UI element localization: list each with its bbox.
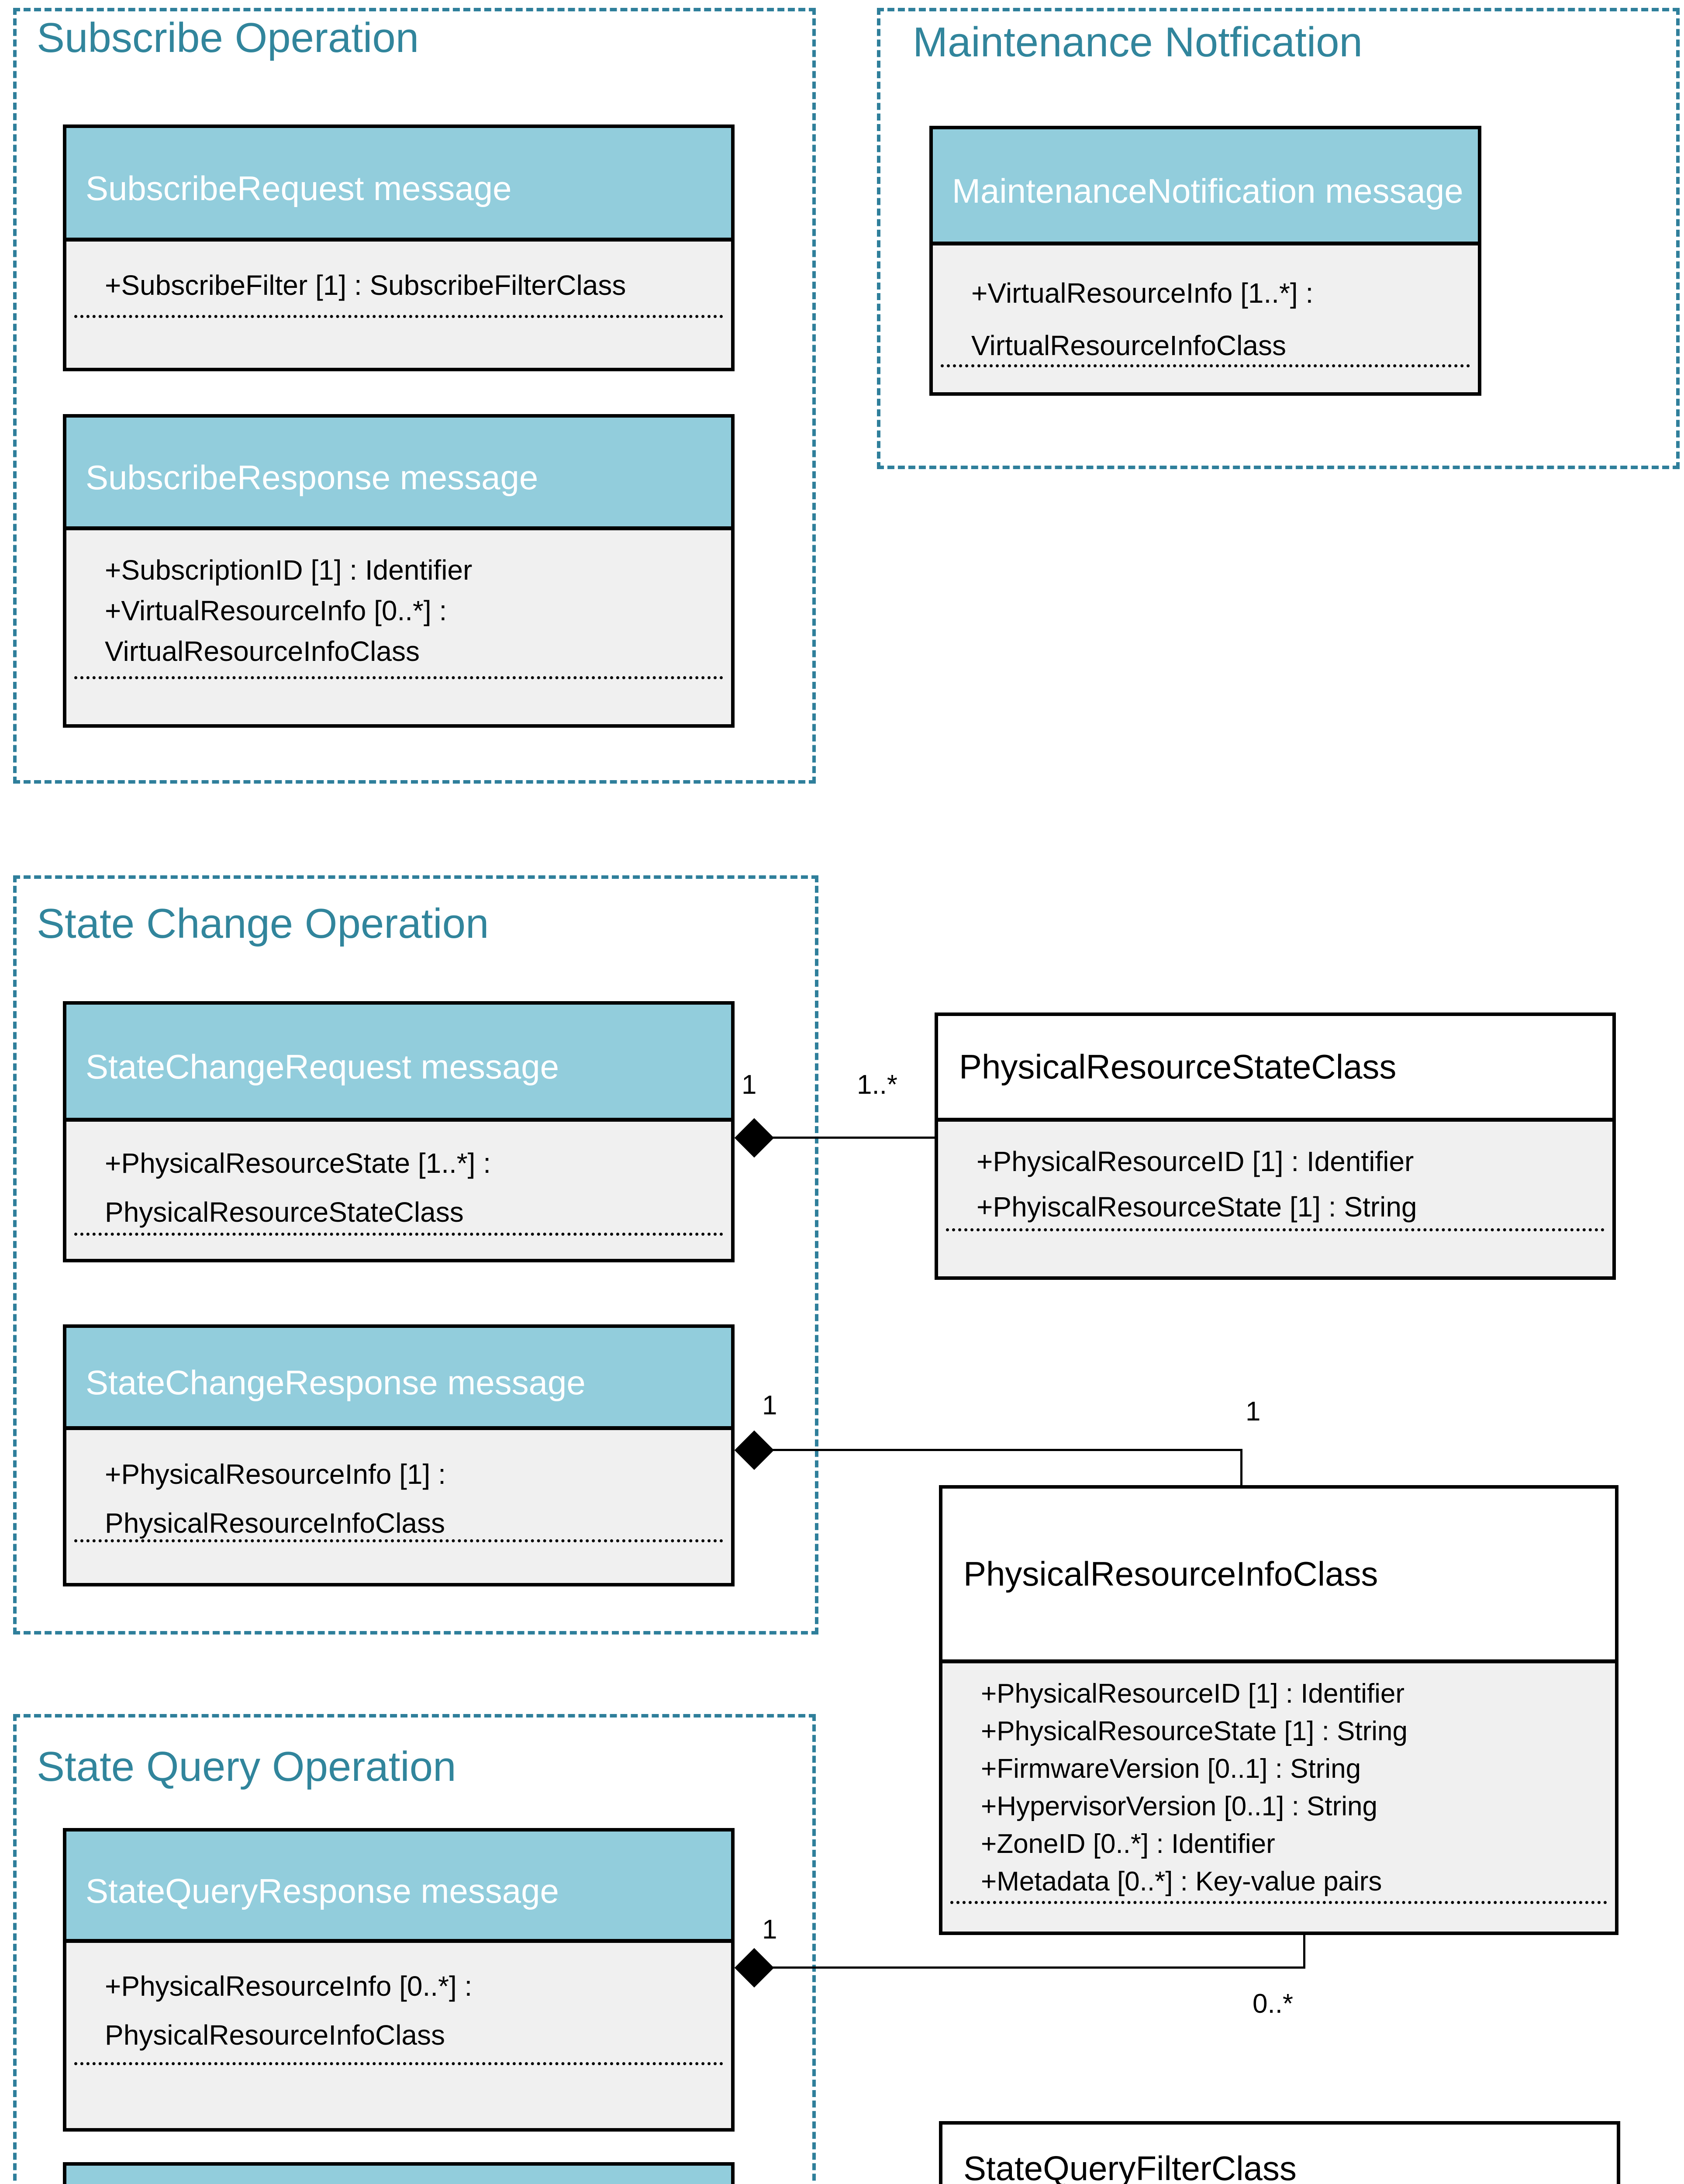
attribute: +PhysicalResourceID [1] : Identifier [977, 1146, 1414, 1177]
physical-resource-info-class-title: PhysicalResourceInfoClass [963, 1555, 1378, 1593]
physical-resource-info-class-header: PhysicalResourceInfoClass [942, 1489, 1615, 1663]
attribute-separator [950, 1901, 1607, 1904]
state-query-request-header: StateQueryRequest message [66, 2166, 731, 2184]
state-query-filter-class-title: StateQueryFilterClass [963, 2149, 1297, 2184]
state-query-filter-class-header: StateQueryFilterClass [942, 2125, 1617, 2184]
multiplicity-label: 1 [742, 1070, 757, 1100]
attribute: +PhysicalResourceInfo [1] : [105, 1458, 446, 1490]
attribute: +FirmwareVersion [0..1] : String [981, 1754, 1361, 1784]
maintenance-notification-header: MaintenanceNotification message [933, 129, 1478, 245]
class-box-maintenance-notification: MaintenanceNotification message +Virtual… [929, 126, 1481, 396]
association-line [754, 1966, 1305, 1969]
attribute-separator [74, 315, 723, 318]
attribute-separator [941, 364, 1470, 367]
multiplicity-label: 1..* [857, 1070, 898, 1100]
attribute: +PhysicalResourceID [1] : Identifier [981, 1679, 1405, 1709]
attribute: +PhyiscalResourceState [1] : String [977, 1191, 1417, 1223]
state-change-response-header: StateChangeResponse message [66, 1328, 731, 1430]
association-line [1240, 1449, 1242, 1487]
attribute: +VirtualResourceInfo [1..*] : [971, 277, 1314, 309]
physical-resource-state-class-header: PhysicalResourceStateClass [938, 1016, 1612, 1122]
association-line [754, 1137, 935, 1139]
attribute: +VirtualResourceInfo [0..*] : [105, 595, 447, 626]
attribute-separator [74, 1233, 723, 1236]
attribute: PhysicalResourceStateClass [105, 1196, 464, 1228]
class-box-subscribe-request: SubscribeRequest message +SubscribeFilte… [63, 124, 735, 371]
subscribe-response-title: SubscribeResponse message [86, 458, 538, 497]
attribute: +PhysicalResourceInfo [0..*] : [105, 1970, 473, 2002]
attribute-separator [74, 676, 723, 679]
class-box-physical-resource-state-class: PhysicalResourceStateClass +PhysicalReso… [935, 1013, 1616, 1280]
attribute: VirtualResourceInfoClass [971, 330, 1286, 361]
group-state-change-operation [13, 875, 818, 1635]
state-query-response-header: StateQueryResponse message [66, 1832, 731, 1943]
attribute-separator [74, 1539, 723, 1542]
multiplicity-label: 1 [762, 1914, 777, 1945]
group-title-state-query-operation: State Query Operation [37, 1743, 456, 1790]
group-subscribe-operation [13, 8, 816, 784]
class-box-state-change-response: StateChangeResponse message +PhysicalRes… [63, 1324, 735, 1586]
attribute-separator [946, 1228, 1605, 1231]
state-change-request-header: StateChangeRequest message [66, 1005, 731, 1122]
attribute: +SubscribeFilter [1] : SubscribeFilterCl… [105, 270, 626, 301]
attribute: +ZoneID [0..*] : Identifier [981, 1829, 1275, 1859]
attribute: PhysicalResourceInfoClass [105, 1507, 445, 1539]
association-line [1303, 1934, 1305, 1969]
class-box-state-query-filter-class: StateQueryFilterClass +PhysicalResourceI… [939, 2121, 1620, 2184]
association-line [754, 1449, 1242, 1451]
class-box-state-query-response: StateQueryResponse message +PhysicalReso… [63, 1828, 735, 2132]
multiplicity-label: 1 [762, 1390, 777, 1420]
attribute: PhysicalResourceInfoClass [105, 2019, 445, 2051]
subscribe-request-title: SubscribeRequest message [86, 169, 512, 207]
class-box-state-query-request: StateQueryRequest message StateQueryFilt… [63, 2162, 735, 2184]
multiplicity-label: 1 [1246, 1396, 1261, 1427]
group-title-state-change-operation: State Change Operation [37, 900, 489, 947]
attribute: +Metadata [0..*] : Key-value pairs [981, 1866, 1382, 1897]
class-box-subscribe-response: SubscribeResponse message +SubscriptionI… [63, 414, 735, 728]
attribute: +SubscriptionID [1] : Identifier [105, 554, 473, 586]
group-title-subscribe-operation: Subscribe Operation [37, 14, 419, 61]
state-change-request-title: StateChangeRequest message [86, 1047, 559, 1086]
attribute: +PhysicalResourceState [1] : String [981, 1716, 1408, 1746]
multiplicity-label: 0..* [1253, 1989, 1294, 2019]
subscribe-response-header: SubscribeResponse message [66, 418, 731, 530]
physical-resource-state-class-title: PhysicalResourceStateClass [959, 1047, 1397, 1086]
state-change-response-title: StateChangeResponse message [86, 1363, 586, 1402]
attribute-separator [74, 2062, 723, 2065]
class-box-state-change-request: StateChangeRequest message +PhysicalReso… [63, 1001, 735, 1262]
class-box-physical-resource-info-class: PhysicalResourceInfoClass +PhysicalResou… [939, 1485, 1618, 1935]
group-state-query-operation [13, 1714, 816, 2184]
attribute: +HypervisorVersion [0..1] : String [981, 1791, 1378, 1821]
maintenance-notification-title: MaintenanceNotification message [952, 172, 1463, 210]
subscribe-request-header: SubscribeRequest message [66, 128, 731, 242]
state-query-response-title: StateQueryResponse message [86, 1871, 559, 1910]
group-title-maintenance-notification: Maintenance Notfication [913, 19, 1363, 66]
attribute: VirtualResourceInfoClass [105, 636, 420, 667]
attribute: +PhysicalResourceState [1..*] : [105, 1147, 491, 1179]
group-maintenance-notification [877, 8, 1680, 469]
